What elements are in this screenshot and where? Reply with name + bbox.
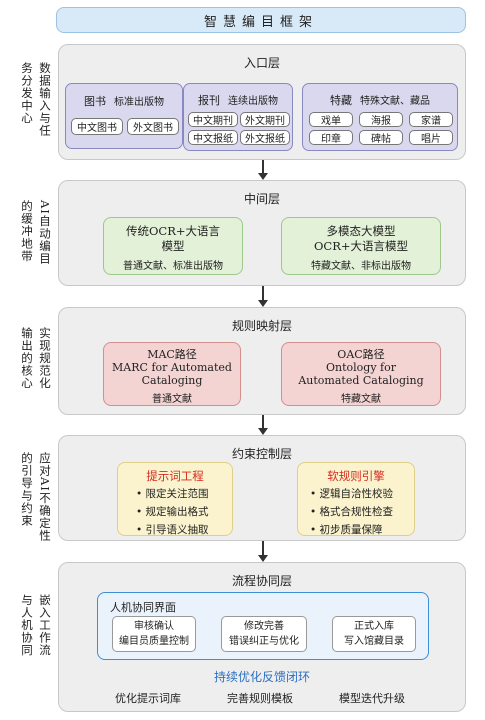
layer-title: 约束控制层 <box>231 447 292 461</box>
side-note-col-2: 输出的核心 <box>20 327 34 390</box>
side-note-col-2: 务分发中心 <box>20 62 34 125</box>
workflow-layer: 流程协同层 人机协同界面 审核确认 编目员质量控制 修改完善 错误纠正与优化 正… <box>58 562 466 712</box>
constraint-layer-side-note: 应对AI不确定性 的引导与约束 <box>8 452 52 547</box>
side-note-col-2: 的缓冲地带 <box>20 200 34 263</box>
side-note-col-1: 应对AI不确定性 <box>38 452 52 542</box>
mapping-layer-side-note: 实现规范化 输出的核心 <box>8 327 52 407</box>
group-periodicals: 报刊连续出版物 中文期刊 外文期刊 中文报纸 外文报纸 <box>183 83 293 151</box>
box-title-line1: 多模态大模型 <box>326 224 396 238</box>
item-chip: 家谱 <box>409 112 453 127</box>
box-title: 软规则引擎 <box>327 469 385 483</box>
down-arrow-icon <box>258 415 268 435</box>
group-name: 图书 <box>84 95 106 108</box>
multimodal-box: 多模态大模型 OCR+大语言模型 特藏文献、非标出版物 <box>281 217 441 275</box>
revise-improve-box: 修改完善 错误纠正与优化 <box>221 616 307 652</box>
feedback-loop-label: 持续优化反馈闭环 <box>213 670 310 684</box>
down-arrow-icon <box>258 160 268 180</box>
entry-layer-side-note: 数据输入与任 务分发中心 <box>8 62 52 152</box>
item-chip: 外文期刊 <box>240 112 290 127</box>
down-arrow-icon <box>258 286 268 307</box>
layer-title: 入口层 <box>243 56 280 70</box>
side-note-col-1: AI自动编目 <box>38 200 52 265</box>
bullet-item: 引导语义抽取 <box>136 521 232 539</box>
item-chip: 中文报纸 <box>188 130 238 145</box>
group-header: 特藏特殊文献、藏品 <box>303 92 457 108</box>
box-subtitle: 普通文献 <box>152 394 192 405</box>
layer-title: 中间层 <box>243 192 280 206</box>
middle-layer: 中间层 传统OCR+大语言 模型 普通文献、标准出版物 多模态大模型 OCR+大… <box>58 180 466 286</box>
framework-title: 智慧编目框架 <box>56 7 466 33</box>
mac-path-box: MAC路径 MARC for Automated Cataloging 普通文献 <box>103 342 241 406</box>
box-line1: 修改完善 <box>244 621 284 632</box>
item-chip: 中文期刊 <box>188 112 238 127</box>
side-note-col-2: 的引导与约束 <box>20 452 34 527</box>
box-title: 提示词工程 <box>146 469 204 483</box>
constraint-layer: 约束控制层 提示词工程 限定关注范围 规定输出格式 引导语义抽取 软规则引擎 逻… <box>58 435 466 541</box>
box-line1: MAC路径 <box>147 348 197 361</box>
box-line2: 编目员质量控制 <box>119 636 189 647</box>
bullet-list: 限定关注范围 规定输出格式 引导语义抽取 <box>136 485 232 539</box>
item-chip: 碑帖 <box>359 130 403 145</box>
group-header: 报刊连续出版物 <box>184 92 292 108</box>
oac-path-box: OAC路径 Ontology for Automated Cataloging … <box>281 342 441 406</box>
hci-title: 人机协同界面 <box>110 601 176 614</box>
bullet-item: 规定输出格式 <box>136 503 232 521</box>
traditional-ocr-box: 传统OCR+大语言 模型 普通文献、标准出版物 <box>103 217 243 275</box>
box-title-line1: 传统OCR+大语言 <box>125 224 221 238</box>
hci-interface-panel: 人机协同界面 审核确认 编目员质量控制 修改完善 错误纠正与优化 正式入库 写入… <box>97 592 429 660</box>
side-note-col-1: 实现规范化 <box>38 327 52 390</box>
formal-storage-box: 正式入库 写入馆藏目录 <box>332 616 416 652</box>
bullet-list: 逻辑自洽性校验 格式合规性检查 初步质量保障 <box>310 485 414 539</box>
box-line3: Automated Cataloging <box>298 374 424 387</box>
side-note-col-1: 数据输入与任 <box>38 62 52 137</box>
item-chip: 外文报纸 <box>240 130 290 145</box>
box-title-line2: 模型 <box>161 239 185 253</box>
item-chip: 海报 <box>359 112 403 127</box>
item-chip: 外文图书 <box>127 118 179 135</box>
box-line3: Cataloging <box>141 374 203 387</box>
group-books: 图书标准出版物 中文图书 外文图书 <box>65 83 183 149</box>
side-note-col-1: 嵌入工作流 <box>38 594 52 657</box>
bottom-item-model-iteration: 模型迭代升级 <box>339 692 405 705</box>
bullet-item: 初步质量保障 <box>310 521 414 539</box>
item-chip: 中文图书 <box>71 118 123 135</box>
mapping-layer: 规则映射层 MAC路径 MARC for Automated Catalogin… <box>58 307 466 415</box>
bullet-item: 限定关注范围 <box>136 485 232 503</box>
group-desc: 连续出版物 <box>228 96 278 107</box>
entry-layer: 入口层 图书标准出版物 中文图书 外文图书 报刊连续出版物 中文期刊 外文期刊 … <box>58 44 466 160</box>
workflow-layer-side-note: 嵌入工作流 与人机协同 <box>8 594 52 674</box>
soft-rule-engine-box: 软规则引擎 逻辑自洽性校验 格式合规性检查 初步质量保障 <box>297 462 415 536</box>
box-line2: 错误纠正与优化 <box>229 636 299 647</box>
side-note-col-2: 与人机协同 <box>20 594 34 657</box>
group-name: 报刊 <box>198 94 220 107</box>
box-line2: 写入馆藏目录 <box>344 636 404 647</box>
group-name: 特藏 <box>330 94 352 107</box>
item-chip: 唱片 <box>409 130 453 145</box>
group-header: 图书标准出版物 <box>66 93 182 109</box>
box-title-line2: OCR+大语言模型 <box>313 239 409 253</box>
group-special: 特藏特殊文献、藏品 戏单 海报 家谱 印章 碑帖 唱片 <box>302 83 458 151</box>
prompt-engineering-box: 提示词工程 限定关注范围 规定输出格式 引导语义抽取 <box>117 462 233 536</box>
box-line2: MARC for Automated <box>112 361 232 374</box>
bottom-item-rule-templates: 完善规则模板 <box>227 692 293 705</box>
item-chip: 戏单 <box>309 112 353 127</box>
box-line2: Ontology for <box>326 361 396 374</box>
group-desc: 标准出版物 <box>114 97 164 108</box>
review-confirm-box: 审核确认 编目员质量控制 <box>112 616 196 652</box>
bullet-item: 格式合规性检查 <box>310 503 414 521</box>
box-subtitle: 特藏文献、非标出版物 <box>311 261 411 272</box>
box-line1: 正式入库 <box>354 621 394 632</box>
item-chip: 印章 <box>309 130 353 145</box>
layer-title: 流程协同层 <box>231 574 292 588</box>
bullet-item: 逻辑自洽性校验 <box>310 485 414 503</box>
middle-layer-side-note: AI自动编目 的缓冲地带 <box>8 200 52 280</box>
group-desc: 特殊文献、藏品 <box>360 96 430 107</box>
layer-title: 规则映射层 <box>231 319 292 333</box>
down-arrow-icon <box>258 541 268 562</box>
box-subtitle: 特藏文献 <box>341 394 381 405</box>
box-line1: 审核确认 <box>134 621 174 632</box>
box-line1: OAC路径 <box>337 348 385 361</box>
bottom-item-prompt-library: 优化提示词库 <box>115 692 181 705</box>
box-subtitle: 普通文献、标准出版物 <box>123 261 223 272</box>
